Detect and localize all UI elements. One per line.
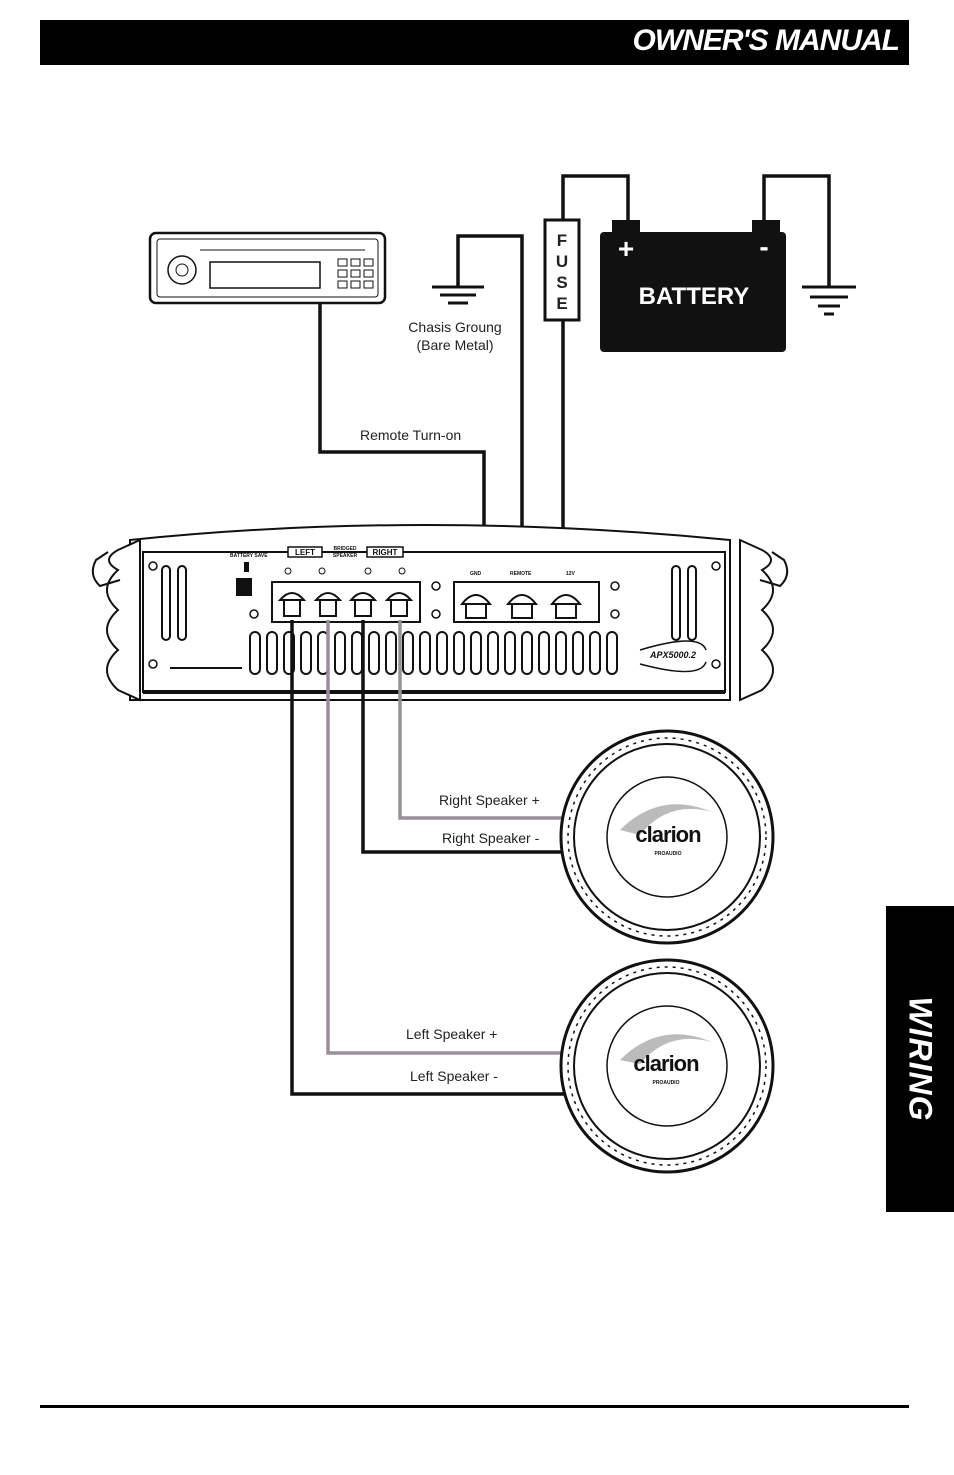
right-speaker-minus-wire — [361, 620, 575, 854]
svg-text:RIGHT: RIGHT — [373, 548, 398, 557]
power-wire-top — [561, 174, 630, 224]
svg-text:LEFT: LEFT — [295, 548, 315, 557]
left-speaker-brand: clarion — [633, 1051, 699, 1076]
remote-label: Remote Turn-on — [360, 427, 461, 443]
left-speaker-subbrand: PROAUDIO — [653, 1080, 680, 1086]
fuse: F U S E — [543, 218, 581, 322]
svg-text:BATTERY SAVE: BATTERY SAVE — [230, 553, 268, 559]
header-title: OWNER'S MANUAL — [632, 24, 900, 57]
svg-text:BRIDGED: BRIDGED — [333, 546, 356, 552]
header-bar: OWNER'S MANUAL — [40, 20, 909, 65]
side-tab: WIRING — [886, 906, 954, 1212]
left-speaker-minus-label: Left Speaker - — [410, 1068, 498, 1084]
right-speaker-brand: clarion — [635, 822, 701, 847]
ground-label-1: Chasis Groung — [408, 319, 501, 335]
battery-ground-wire — [762, 174, 831, 286]
svg-text:REMOTE: REMOTE — [510, 571, 532, 577]
right-speaker: clarion PROAUDIO — [559, 729, 775, 945]
left-speaker: clarion PROAUDIO — [559, 958, 775, 1174]
amplifier: BATTERY SAVE LEFT RIGHT BRIDGED SPEAKER … — [91, 524, 789, 702]
left-speaker-plus-label: Left Speaker + — [406, 1026, 497, 1042]
svg-text:F: F — [557, 231, 567, 250]
battery: + - BATTERY — [600, 220, 786, 352]
right-speaker-plus-wire — [398, 620, 575, 820]
remote-wire — [318, 303, 486, 592]
svg-text:U: U — [556, 252, 568, 271]
svg-text:E: E — [556, 294, 567, 313]
footer-rule — [40, 1405, 909, 1408]
left-speaker-minus-wire — [290, 620, 575, 1096]
svg-text:12V: 12V — [566, 571, 576, 577]
svg-text:SPEAKER: SPEAKER — [333, 553, 358, 559]
right-speaker-subbrand: PROAUDIO — [655, 851, 682, 857]
chassis-ground-icon — [432, 285, 484, 305]
amp-model: APX5000.2 — [649, 650, 696, 660]
battery-label: BATTERY — [639, 283, 750, 310]
left-speaker-plus-wire — [326, 620, 575, 1055]
battery-ground-icon — [802, 285, 856, 316]
ground-wire — [456, 234, 524, 592]
head-unit — [148, 231, 387, 305]
svg-text:S: S — [556, 273, 567, 292]
battery-plus: + — [618, 233, 634, 264]
svg-text:GND: GND — [470, 571, 482, 577]
ground-label-2: (Bare Metal) — [416, 337, 493, 353]
side-tab-label: WIRING — [902, 996, 939, 1122]
battery-minus: - — [759, 231, 768, 262]
right-speaker-plus-label: Right Speaker + — [439, 792, 540, 808]
right-speaker-minus-label: Right Speaker - — [442, 830, 540, 846]
